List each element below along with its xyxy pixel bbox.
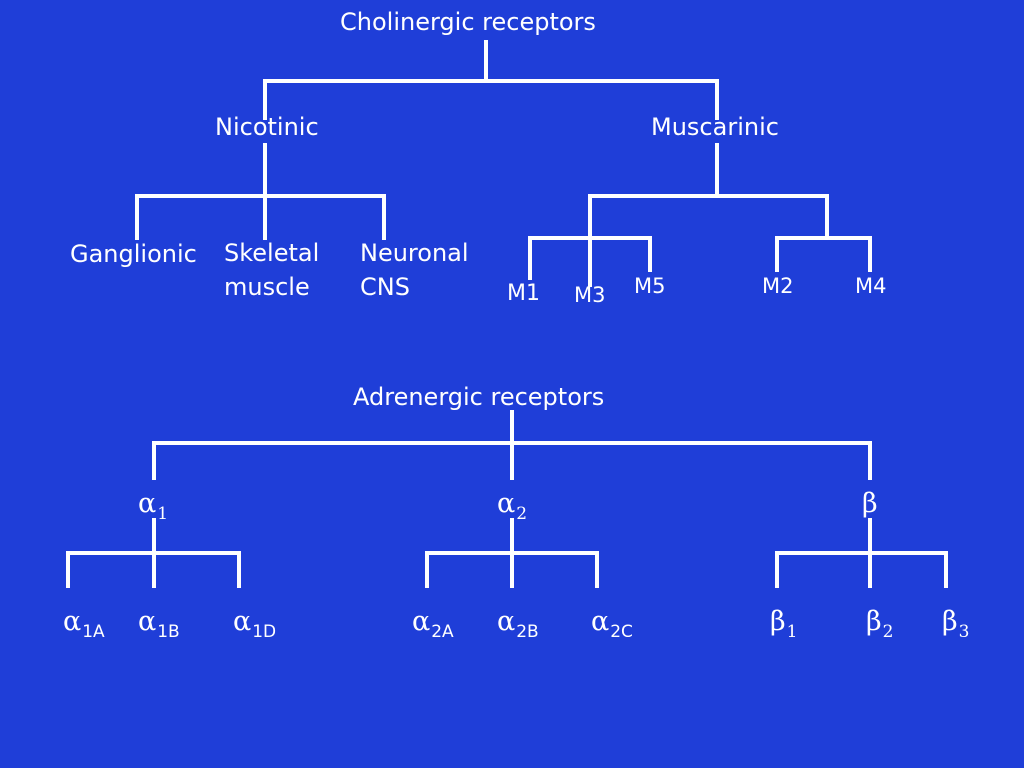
m2-label: M2 (762, 274, 794, 298)
skeletal-muscle-label: Skeletal muscle (224, 239, 320, 301)
beta3-label: β3 (942, 606, 970, 642)
neuronal-cns-label: Neuronal CNS (360, 239, 469, 301)
beta1-label: β1 (770, 606, 798, 642)
m3-label: M3 (574, 283, 606, 307)
nicotinic-label: Nicotinic (215, 113, 319, 141)
ganglionic-label: Ganglionic (70, 240, 197, 268)
alpha2-label: α2 (497, 488, 528, 524)
alpha1d-label: α1D (233, 606, 277, 642)
alpha2c-label: α2C (591, 606, 633, 642)
cholinergic-title: Cholinergic receptors (340, 8, 596, 36)
m5-label: M5 (634, 274, 666, 298)
alpha2a-label: α2A (412, 606, 454, 642)
muscarinic-label: Muscarinic (651, 113, 779, 141)
m4-label: M4 (855, 274, 887, 298)
adrenergic-title: Adrenergic receptors (353, 383, 605, 411)
beta2-label: β2 (866, 606, 894, 642)
alpha1b-label: α1B (138, 606, 180, 642)
alpha1-label: α1 (138, 488, 169, 524)
beta-label: β (862, 488, 878, 519)
m1-label: M1 (507, 281, 540, 306)
alpha1a-label: α1A (63, 606, 105, 642)
alpha2b-label: α2B (497, 606, 539, 642)
